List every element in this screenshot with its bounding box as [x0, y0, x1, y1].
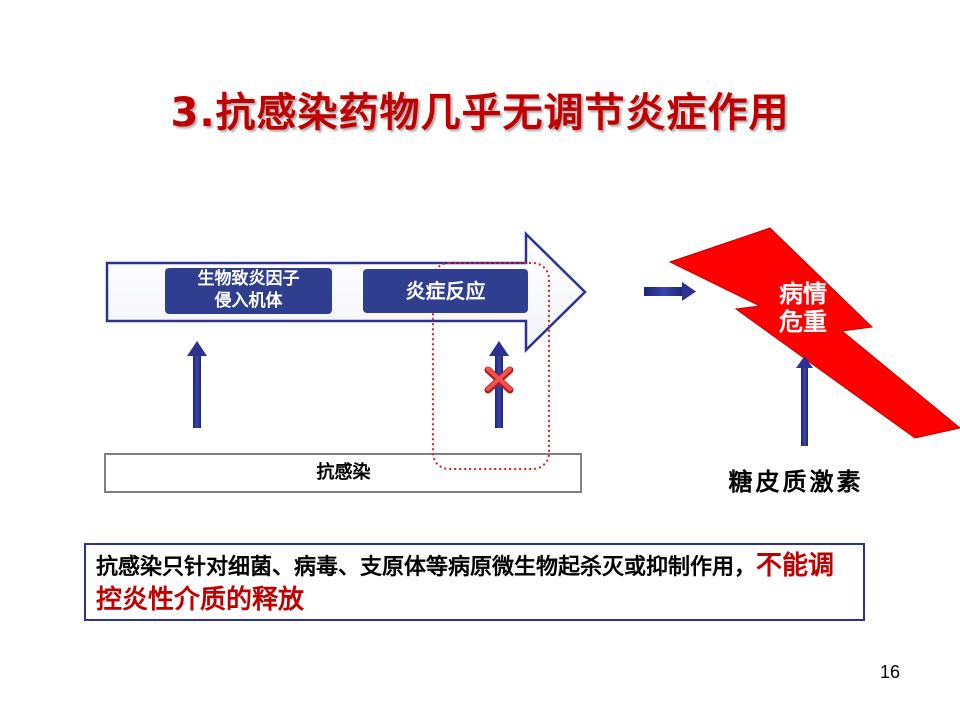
page-number: 16 — [879, 662, 901, 682]
critical-line1: 病情 — [779, 280, 827, 308]
glucocorticoid-label: 糖皮质激素 — [728, 467, 864, 496]
note-highlight: 不能调控炎性介质的释放 — [96, 551, 835, 615]
pathogen-invasion-line1: 生物致炎因子 — [197, 269, 300, 289]
dotted-highlight — [432, 262, 550, 470]
page-title: 3.抗感染药物几乎无调节炎症作用 — [170, 90, 790, 136]
critical-line2: 危重 — [779, 308, 827, 336]
pathogen-invasion-line2: 侵入机体 — [214, 291, 283, 311]
note-box: 抗感染只针对细菌、病毒、支原体等病原微生物起杀灭或抑制作用，不能调控炎性介质的释… — [84, 543, 865, 621]
lightning-bolt-icon — [668, 227, 960, 439]
steroid-up-arrow — [796, 356, 813, 446]
anti-infection-bar — [104, 453, 582, 493]
inflammation-box: 炎症反应 — [363, 269, 528, 313]
note-text: 抗感染只针对细菌、病毒、支原体等病原微生物起杀灭或抑制作用， — [96, 555, 757, 580]
blocked-cross-icon — [484, 366, 514, 394]
anti-infection-label: 抗感染 — [316, 462, 371, 483]
up-arrow-right — [489, 341, 509, 428]
pathogen-invasion-box: 生物致炎因子 侵入机体 — [165, 268, 332, 314]
up-arrow-left — [187, 341, 207, 428]
critical-condition-label: 病情 危重 — [768, 280, 838, 336]
right-arrow — [644, 282, 696, 301]
